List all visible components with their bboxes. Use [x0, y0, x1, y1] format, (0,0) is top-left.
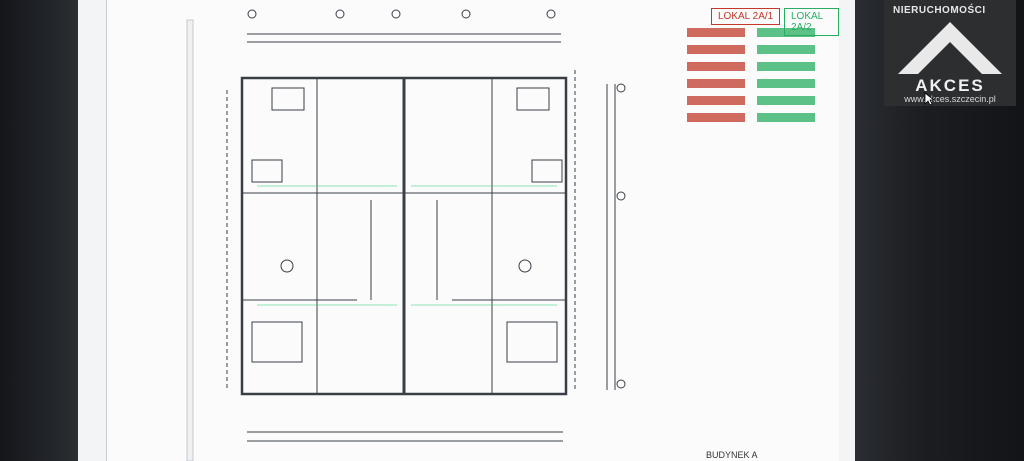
house-roof-icon — [898, 22, 1002, 74]
monitor-screen: LOKAL 2A/1 LOKAL 2A/2 — [78, 0, 855, 461]
mouse-cursor-icon — [924, 92, 934, 106]
monitor-bezel-left — [0, 0, 78, 461]
watermark-logo: NIERUCHOMOŚCI AKCES www.akces.szczecin.p… — [884, 0, 1016, 106]
floor-plan-drawing — [186, 9, 815, 461]
watermark-top-text: NIERUCHOMOŚCI — [893, 5, 986, 16]
watermark-url: www.akces.szczecin.pl — [904, 94, 996, 104]
drawing-sheet: LOKAL 2A/1 LOKAL 2A/2 — [106, 0, 839, 461]
watermark-brand: AKCES — [915, 76, 985, 95]
unit-2a2-label: LOKAL 2A/2 — [784, 8, 839, 36]
unit-2a1-label: LOKAL 2A/1 — [711, 8, 781, 25]
sheet-label: BUDYNEK A — [706, 450, 758, 460]
